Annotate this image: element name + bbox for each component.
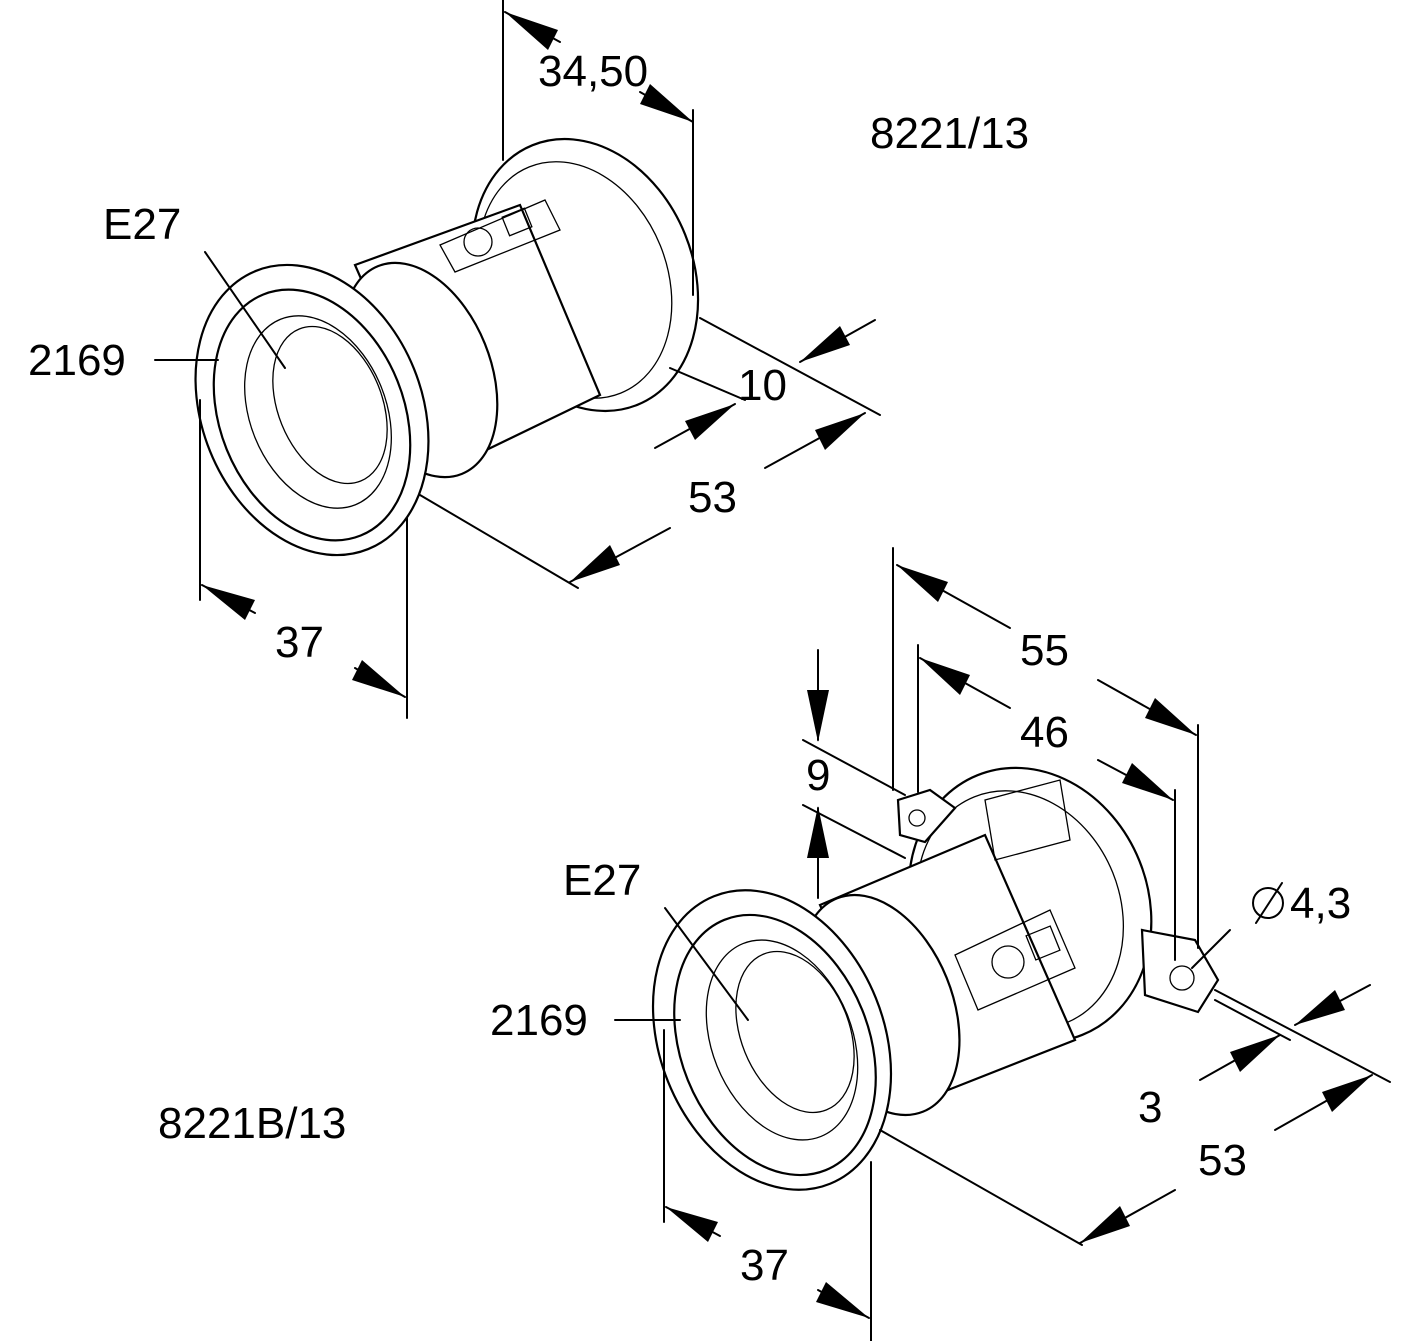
mounting-lug-left bbox=[896, 788, 957, 844]
dim-34-50: 34,50 bbox=[538, 47, 648, 96]
diameter-icon bbox=[1252, 887, 1284, 919]
lamp-holder-bottom bbox=[651, 766, 1220, 1191]
label-hole-diameter: 4,3 bbox=[1290, 879, 1351, 928]
mounting-hole bbox=[1169, 965, 1195, 991]
label-2169-bottom: 2169 bbox=[490, 996, 588, 1045]
lamp-holder-top bbox=[194, 137, 700, 557]
dim-9: 9 bbox=[806, 751, 830, 800]
dim-10: 10 bbox=[738, 361, 787, 410]
label-e27-bottom: E27 bbox=[563, 856, 641, 905]
label-e27-top: E27 bbox=[103, 200, 181, 249]
bottom-dimension-lines bbox=[614, 547, 1391, 1341]
dim-55: 55 bbox=[1020, 626, 1069, 675]
bottom-labels: 8221B/13 55 46 9 3 53 37 E27 2169 4,3 bbox=[158, 626, 1351, 1290]
part-number-bottom: 8221B/13 bbox=[158, 1099, 346, 1148]
dim-37-bottom: 37 bbox=[740, 1241, 789, 1290]
top-labels: 8221/13 34,50 10 53 37 E27 2169 bbox=[28, 47, 1029, 667]
label-2169-top: 2169 bbox=[28, 336, 126, 385]
part-number-top: 8221/13 bbox=[870, 109, 1029, 158]
mounting-lug-right bbox=[1140, 928, 1220, 1014]
dim-46: 46 bbox=[1020, 708, 1069, 757]
dim-53-top: 53 bbox=[688, 473, 737, 522]
dim-53-bottom: 53 bbox=[1198, 1136, 1247, 1185]
top-dimension-lines bbox=[154, 0, 881, 719]
dim-3: 3 bbox=[1138, 1083, 1162, 1132]
dim-37-top: 37 bbox=[275, 618, 324, 667]
